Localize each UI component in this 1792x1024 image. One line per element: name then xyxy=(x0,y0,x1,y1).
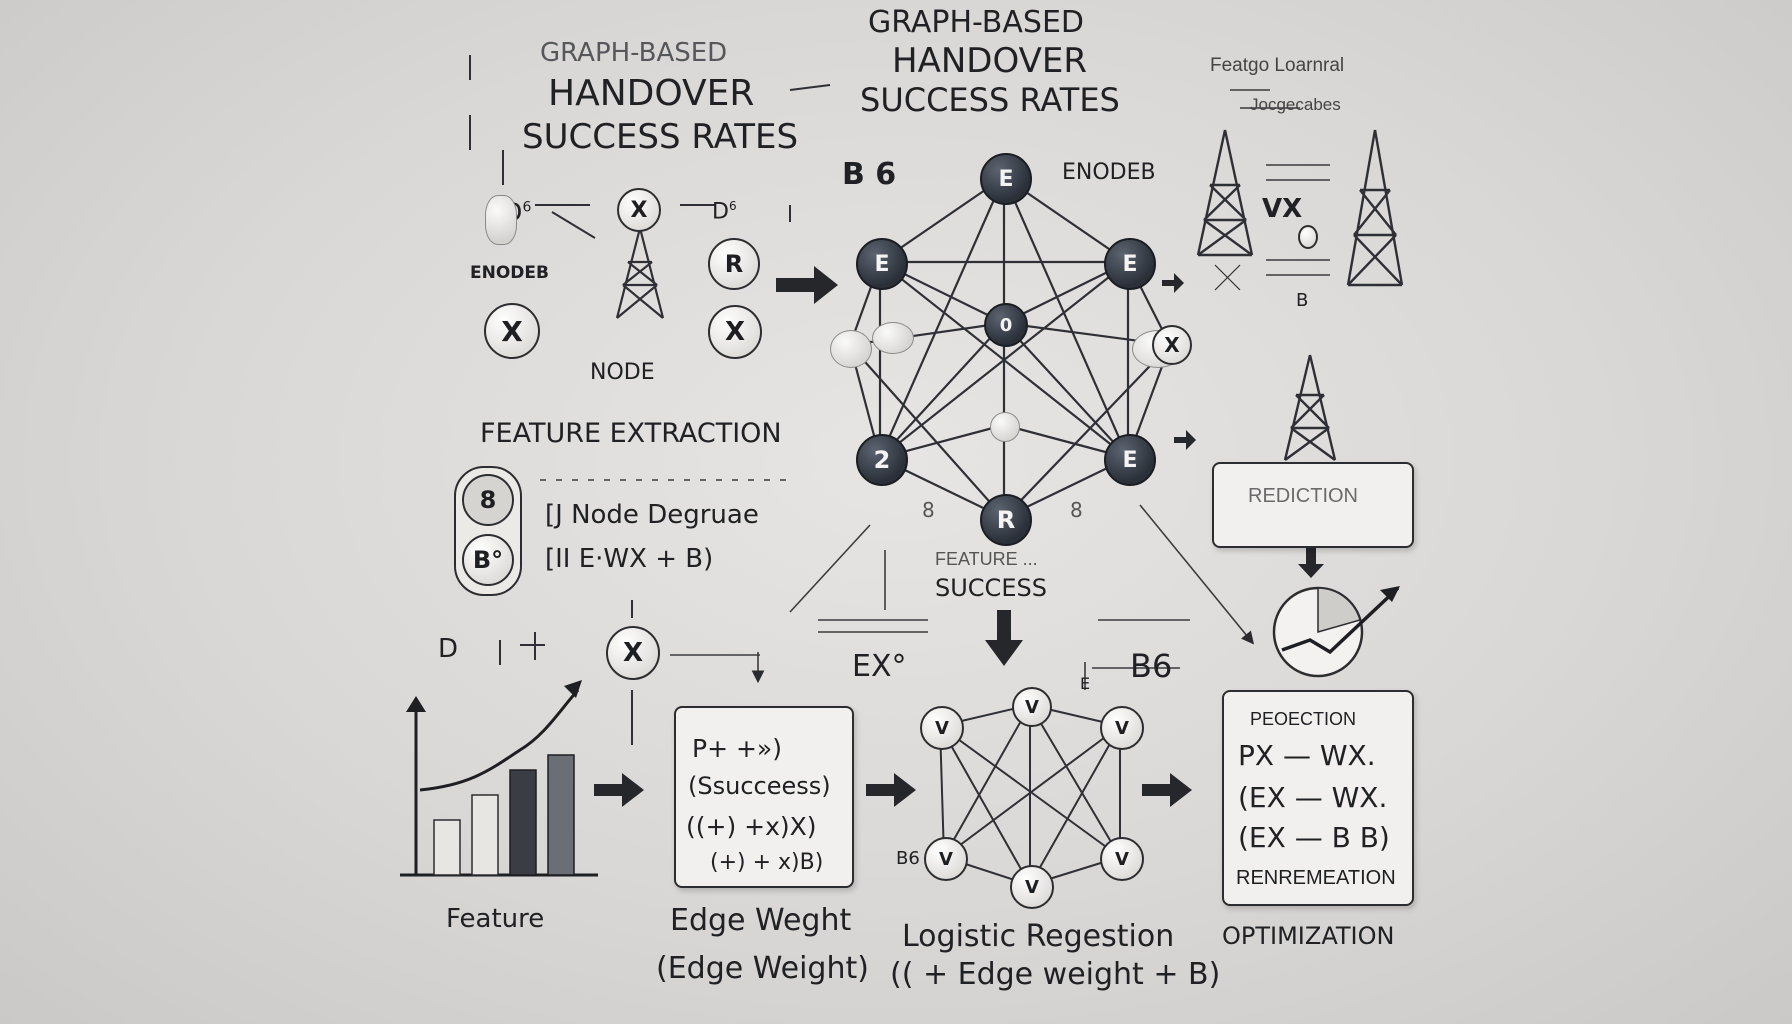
tower-marker-top xyxy=(1298,225,1318,249)
left-node-r: R xyxy=(708,238,760,290)
left-node-x-left: X xyxy=(484,303,540,359)
tower-left xyxy=(615,227,665,319)
caption-feature: Feature xyxy=(446,904,545,934)
projection-line1: PEOECTION xyxy=(1250,709,1357,729)
feature-success-line1: FEATURE ... xyxy=(935,549,1038,569)
feature-bar-chart xyxy=(400,680,598,877)
arrow-to-projection xyxy=(1142,773,1192,807)
graph-node-bottom-right: E xyxy=(1104,434,1156,486)
feature-line-1: [J Node Degruae xyxy=(545,500,759,530)
title-center-line1: GRAPH-BASED xyxy=(868,5,1085,40)
title-center-line2: HANDOVER xyxy=(892,41,1087,81)
mid-x-node: X xyxy=(606,626,660,680)
feature-success-line2: SUCCESS xyxy=(935,574,1047,602)
edge-card-line3: ((+) +x)X) xyxy=(686,812,817,841)
capsule-top-node: 8 xyxy=(462,474,514,526)
left-node-x-top: X xyxy=(617,188,661,232)
graph-node-bottom: R xyxy=(980,494,1032,546)
caption-logistic: Logistic Regestion xyxy=(902,919,1175,954)
ed-label-sup: 6 xyxy=(522,199,532,216)
arrow-to-edge-card xyxy=(594,773,644,807)
arrow-down-success xyxy=(985,610,1023,666)
top-right-b: B xyxy=(1296,290,1309,311)
graph-node-left: E xyxy=(856,238,908,290)
top-right-label-2: Jocgecabes xyxy=(1250,95,1341,114)
title-left-line1: GRAPH-BASED xyxy=(540,38,728,68)
enodeb-label-left: ENODEB xyxy=(470,263,549,283)
graph-node-side-left xyxy=(830,330,872,368)
title-center-line3: SUCCESS RATES xyxy=(860,81,1120,119)
edge-card-line1: P+ +») xyxy=(692,734,782,763)
feature-extraction-heading: FEATURE EXTRACTION xyxy=(480,418,782,449)
graph-node-center: 0 xyxy=(984,303,1028,347)
arrow-down-prediction xyxy=(1298,548,1324,578)
graph-small-8-left: 8 xyxy=(922,498,935,522)
d-label: D6 xyxy=(712,200,737,223)
graph-node-right: E xyxy=(1104,238,1156,290)
d-label-text: D xyxy=(712,199,729,225)
arrow-to-logistic xyxy=(866,773,916,807)
feature-line-2: [II E·WX + B) xyxy=(545,544,714,574)
thin-connectors xyxy=(540,89,1330,690)
caption-logistic-sub: (( + Edge weight + B) xyxy=(890,957,1221,992)
graph-node-top: E xyxy=(980,153,1032,205)
capsule-bottom-node: B° xyxy=(462,534,514,586)
projection-line5: RENREMEATION xyxy=(1236,867,1396,889)
d-label-sup: 6 xyxy=(728,199,737,213)
graph-b6-label: B 6 xyxy=(842,157,897,192)
caption-edge-weight-sub: (Edge Weight) xyxy=(656,951,869,986)
edge-weight-card: P+ +») (Ssucceess) ((+) +x)X) (+) + x)B) xyxy=(674,706,854,888)
projection-line4: (EX — B B) xyxy=(1238,821,1390,854)
projection-line3: (EX — WX. xyxy=(1238,781,1388,814)
title-left-line2: HANDOVER xyxy=(548,73,755,114)
left-node-x-right: X xyxy=(708,305,762,359)
feature-capsule: 8 B° xyxy=(454,466,522,596)
node-label-left: NODE xyxy=(590,360,655,385)
edge-card-line2: (Ssucceess) xyxy=(688,772,831,800)
graph-node-bottom-left: 2 xyxy=(856,434,908,486)
graph-node-side-left-b xyxy=(872,322,914,354)
top-right-vx: VX xyxy=(1262,194,1303,224)
mid-b6-label: B6 xyxy=(1130,647,1173,685)
edge-card-line4: (+) + x)B) xyxy=(710,850,824,875)
tower-prediction xyxy=(1283,354,1337,461)
graph-node-mid xyxy=(990,412,1020,442)
left-small-dot-a xyxy=(485,195,517,245)
projection-card: PEOECTION PX — WX. (EX — WX. (EX — B B) … xyxy=(1222,690,1414,906)
bottom-graph-node-bottom-left: V xyxy=(924,837,968,881)
tower-right-a xyxy=(1196,129,1254,291)
graph-small-8-right: 8 xyxy=(1070,498,1083,522)
arrow-to-graph xyxy=(776,266,838,304)
bottom-graph-node-left: V xyxy=(920,706,964,750)
flow-arrows xyxy=(594,266,1324,807)
arrow-small-tower xyxy=(1162,273,1184,293)
bottom-graph-side-label: B6 xyxy=(896,848,920,869)
bottom-graph-node-bottom-right: V xyxy=(1100,837,1144,881)
pie-trend-icon xyxy=(1272,586,1400,678)
projection-line2: PX — WX. xyxy=(1238,739,1376,772)
left-cluster-lines xyxy=(469,55,831,745)
arrow-small-pred xyxy=(1174,430,1196,450)
mid-e-label: E xyxy=(1080,674,1091,693)
bottom-graph-node-bottom: V xyxy=(1010,865,1054,909)
bottom-graph-node-right: V xyxy=(1100,706,1144,750)
mid-ex-label: EX° xyxy=(852,649,907,684)
prediction-label: REDICTION xyxy=(1248,485,1358,507)
caption-edge-weight: Edge Weght xyxy=(670,903,852,938)
bottom-graph-node-top: V xyxy=(1012,687,1052,727)
mid-d-label: D xyxy=(438,634,459,664)
graph-node-x: X xyxy=(1152,325,1192,365)
graph-enodeb-label: ENODEB xyxy=(1062,160,1156,185)
tower-right-b xyxy=(1346,129,1404,287)
prediction-box: REDICTION xyxy=(1212,462,1414,548)
title-left-line3: SUCCESS RATES xyxy=(522,117,799,157)
caption-optimization: OPTIMIZATION xyxy=(1222,922,1395,950)
top-right-label-1: Featgo Loarnral xyxy=(1210,55,1345,76)
